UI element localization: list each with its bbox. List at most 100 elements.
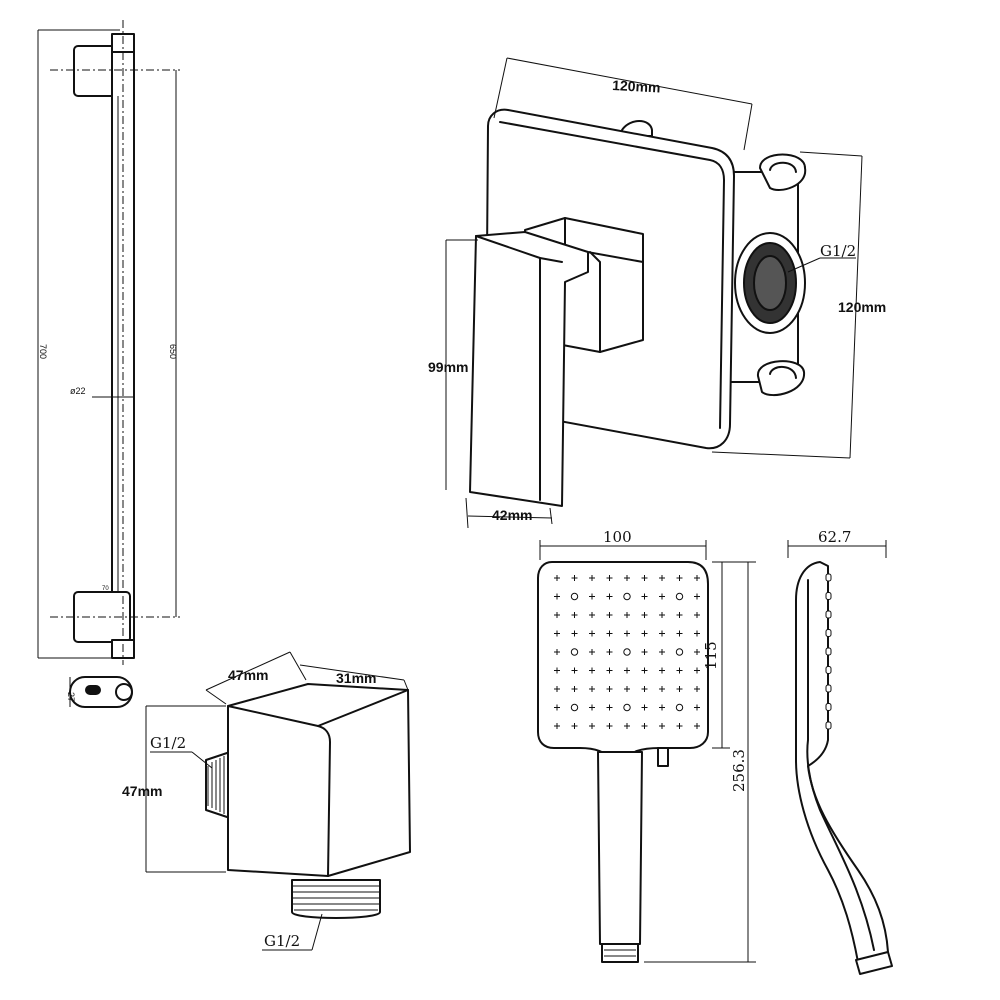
nozzle-mark xyxy=(694,704,700,711)
nozzle-mark xyxy=(659,723,665,729)
valve-handle-lever xyxy=(469,231,589,507)
nozzle-mark xyxy=(554,593,560,600)
nozzle-mark xyxy=(659,704,665,711)
dim-valve-width: 120mm xyxy=(612,77,661,96)
side-nozzle xyxy=(825,610,832,619)
nozzle-mark xyxy=(641,667,648,674)
nozzle-mark xyxy=(624,630,630,637)
outlet-body xyxy=(227,683,411,877)
nozzle-mark xyxy=(606,704,613,711)
nozzle-mark xyxy=(624,575,630,581)
nozzle xyxy=(675,648,684,656)
dim-slide-bar-70: 70 xyxy=(102,586,109,592)
nozzle-mark xyxy=(589,704,595,711)
nozzle-mark xyxy=(694,649,700,655)
nozzle-mark xyxy=(554,575,560,581)
nozzle-mark xyxy=(624,686,630,692)
nozzle xyxy=(623,648,631,656)
nozzle-grid xyxy=(554,575,700,729)
dim-slide-bar-diameter: ø22 xyxy=(70,386,86,396)
shower-side-profile xyxy=(795,561,889,963)
nozzle-mark xyxy=(641,630,648,637)
nozzle-mark xyxy=(659,630,665,637)
nozzle-mark xyxy=(606,593,613,600)
nozzle-mark xyxy=(554,723,560,729)
nozzle-mark xyxy=(571,686,578,692)
nozzle xyxy=(623,703,631,712)
dim-handle-height: 99mm xyxy=(428,359,468,375)
dim-total-length: 256.3 xyxy=(730,749,748,792)
side-nozzle xyxy=(825,573,832,582)
dim-head-width: 100 xyxy=(603,528,632,546)
mounting-ear-top xyxy=(759,153,807,191)
shower-head-face xyxy=(537,561,709,761)
dim-outlet-width: 31mm xyxy=(336,670,376,686)
nozzle xyxy=(570,592,579,601)
shower-handle xyxy=(597,751,643,945)
nozzle-mark xyxy=(676,667,683,674)
nozzle-mark xyxy=(606,612,613,618)
nozzle-mark xyxy=(554,649,560,655)
dim-outlet-height: 47mm xyxy=(122,783,162,799)
nozzle-mark xyxy=(694,667,700,674)
nozzle-mark xyxy=(554,612,560,618)
nozzle xyxy=(570,648,579,656)
dim-valve-height: 120mm xyxy=(838,299,886,315)
nozzle-mark xyxy=(589,593,595,600)
dim-clip-27: 27 xyxy=(66,692,76,702)
side-nozzle xyxy=(825,684,832,693)
nozzle-mark xyxy=(624,723,630,729)
nozzle-mark xyxy=(571,723,578,729)
dim-outlet-depth: 47mm xyxy=(228,667,268,683)
side-nozzles xyxy=(825,573,832,730)
nozzle xyxy=(623,592,631,601)
nozzle-mark xyxy=(641,686,648,692)
slide-bar-front-view xyxy=(37,20,180,665)
nozzle-mark xyxy=(571,575,578,581)
side-nozzle xyxy=(825,629,832,637)
nozzle-mark xyxy=(554,704,560,711)
nozzle-mark xyxy=(676,723,683,729)
nozzle-mark xyxy=(641,612,648,618)
nozzle-mark xyxy=(676,575,683,581)
nozzle-mark xyxy=(659,575,665,581)
nozzle-mark xyxy=(659,612,665,618)
nozzle-mark xyxy=(694,630,700,637)
wall-outlet-elbow xyxy=(145,651,411,951)
nozzle-mark xyxy=(554,686,560,692)
nozzle-mark xyxy=(641,575,648,581)
nozzle-mark xyxy=(571,612,578,618)
concealed-mixer-valve xyxy=(445,57,863,529)
nozzle-mark xyxy=(641,593,648,600)
nozzle-mark xyxy=(589,612,595,618)
clip-hole xyxy=(115,683,133,701)
dim-head-height: 115 xyxy=(702,641,720,670)
nozzle-mark xyxy=(676,686,683,692)
nozzle-mark xyxy=(659,667,665,674)
side-nozzle xyxy=(825,666,832,674)
nozzle-mark xyxy=(659,686,665,692)
thread-label-outlet-bottom: G1/2 xyxy=(264,932,300,950)
nozzle-mark xyxy=(624,667,630,674)
side-nozzle xyxy=(825,592,832,600)
outlet-side-thread xyxy=(205,751,231,819)
mounting-ear-bottom xyxy=(756,360,806,397)
nozzle-mark xyxy=(606,575,613,581)
nozzle-mark xyxy=(606,723,613,729)
nozzle xyxy=(570,703,579,712)
nozzle-mark xyxy=(589,649,595,655)
nozzle-mark xyxy=(624,612,630,618)
nozzle-mark xyxy=(606,649,613,655)
shower-thread xyxy=(601,943,639,963)
nozzle-mark xyxy=(606,686,613,692)
nozzle-mark xyxy=(641,723,648,729)
nozzle-mark xyxy=(589,667,595,674)
nozzle-mark xyxy=(606,667,613,674)
nozzle-mark xyxy=(589,686,595,692)
nozzle-mark xyxy=(694,593,700,600)
nozzle-mark xyxy=(659,593,665,600)
nozzle-mark xyxy=(589,575,595,581)
thread-label-valve: G1/2 xyxy=(820,242,856,260)
nozzle-mark xyxy=(694,723,700,729)
